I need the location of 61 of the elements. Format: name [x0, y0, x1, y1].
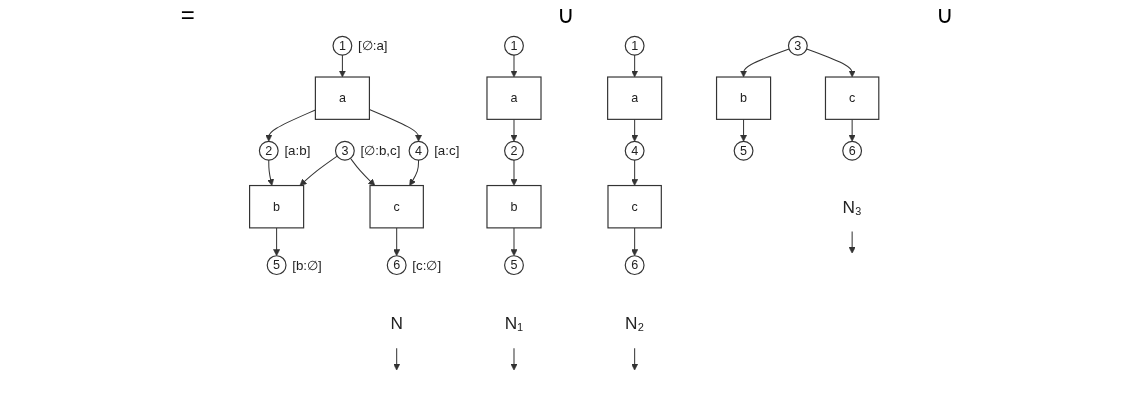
arrow [631, 118, 639, 142]
transition-box: c [369, 184, 424, 229]
marking-label: [a:b] [284, 143, 311, 159]
net-name: N₃ [842, 196, 862, 217]
arrow [740, 48, 790, 78]
transition-box: a [486, 76, 542, 120]
operator-symbol: ∪ [936, 1, 955, 29]
place-circle: 1 [504, 35, 524, 56]
arrow [631, 54, 639, 78]
place-circle: 4 [624, 140, 645, 161]
arrow [299, 155, 338, 186]
place-circle: 1 [332, 35, 353, 56]
marking-label: [c:∅] [412, 257, 442, 273]
transition-box: b [486, 184, 542, 229]
leader-line [631, 347, 639, 371]
leader-line [393, 347, 401, 371]
marking-label: [b:∅] [292, 257, 322, 273]
marking-label: [a:c] [434, 143, 460, 159]
transition-box: c [824, 76, 880, 120]
arrow [631, 227, 639, 257]
operator-symbol: = [180, 1, 195, 29]
place-circle: 5 [733, 140, 754, 161]
arrow [265, 109, 316, 142]
arrow [409, 159, 420, 186]
net-name: N [390, 313, 403, 334]
place-circle: 6 [386, 255, 407, 276]
net-name: N₁ [504, 313, 524, 334]
place-circle: 2 [504, 140, 524, 161]
arrow [349, 157, 376, 186]
place-circle: 5 [504, 255, 524, 276]
place-circle: 4 [408, 140, 429, 161]
arrow [267, 159, 274, 186]
arrow [510, 227, 518, 257]
arrow [393, 227, 401, 257]
arrow [510, 54, 518, 78]
place-circle: 1 [624, 35, 645, 56]
transition-box: b [249, 184, 305, 229]
arrow [510, 159, 518, 186]
marking-label: [∅:a] [358, 38, 388, 54]
place-circle: 2 [258, 140, 279, 161]
place-circle: 6 [842, 140, 863, 161]
arrow [631, 159, 639, 186]
arrow [740, 118, 747, 142]
place-circle: 3 [787, 35, 808, 56]
place-circle: 3 [334, 140, 355, 161]
leader-line [848, 230, 856, 254]
arrow [848, 118, 856, 142]
transition-box: b [715, 76, 772, 120]
transition-box: a [314, 76, 370, 120]
net-name: N₂ [625, 313, 645, 334]
operator-symbol: ∪ [556, 1, 575, 29]
marking-label: [∅:b,c] [360, 143, 401, 159]
arrow [510, 118, 518, 142]
arrow [273, 227, 281, 257]
leader-line [510, 347, 518, 371]
place-circle: 5 [266, 255, 287, 276]
transition-box: c [607, 184, 662, 229]
arrow [338, 54, 346, 78]
transition-box: a [607, 76, 663, 120]
place-circle: 6 [624, 255, 645, 276]
arrow [806, 48, 856, 78]
